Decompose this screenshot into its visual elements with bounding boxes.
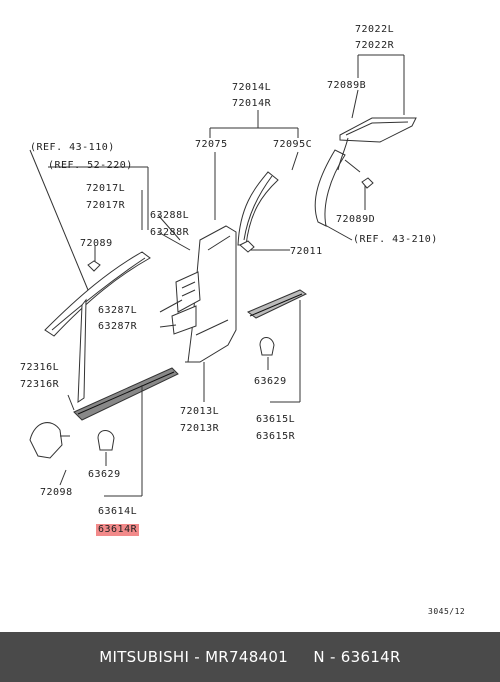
label-72316L: 72316L [20,362,60,373]
bracket-72316 [29,422,63,459]
diagram-code: 3045/12 [428,607,466,616]
label-72089B: 72089B [327,80,367,91]
label-63614R-highlighted: 63614R [96,524,140,536]
part-number-bar: MITSUBISHI - MR748401 N - 63614R [0,632,500,682]
label-72011: 72011 [290,246,323,257]
pillar-trim-upper [237,171,279,246]
label-72014L: 72014L [232,82,272,93]
label-63288L: 63288L [150,210,190,221]
parts-diagram: 72022L 72022R 72089B 72014L 72014R 72075… [20,24,466,616]
label-63629-rear: 63629 [254,376,287,387]
parts-drawing [29,54,417,497]
label-72089D: 72089D [336,214,376,225]
label-72316R: 72316R [20,379,60,390]
label-ref-52-220: (REF. 52-220) [48,160,133,171]
label-63287L: 63287L [98,305,138,316]
label-72013L: 72013L [180,406,220,417]
label-72022R: 72022R [355,40,395,51]
front-scuff-plate [73,367,179,421]
label-ref-43-210: (REF. 43-210) [353,234,438,245]
label-72017L: 72017L [86,183,126,194]
label-63629-front: 63629 [88,469,121,480]
label-72022L: 72022L [355,24,395,35]
leader-left [29,149,205,411]
label-72017R: 72017R [86,200,126,211]
label-72013R: 72013R [180,423,220,434]
label-72014R: 72014R [232,98,272,109]
quarter-trim-72022 [339,117,417,143]
part-number-text: MITSUBISHI - MR748401 N - 63614R [99,648,401,666]
label-63614L: 63614L [98,506,138,517]
label-63615L: 63615L [256,414,296,425]
rear-scuff-plate [247,289,308,319]
label-63287R: 63287R [98,321,138,332]
label-72089: 72089 [80,238,113,249]
b-pillar-lower-trim [187,225,237,363]
leader-72022 [351,54,405,119]
label-72075: 72075 [195,139,228,150]
label-63288R: 63288R [150,227,190,238]
leader-72014 [209,110,299,220]
label-ref-43-110: (REF. 43-110) [30,142,115,153]
label-72095C: 72095C [273,139,313,150]
label-63615R: 63615R [256,431,296,442]
label-72098: 72098 [40,487,73,498]
